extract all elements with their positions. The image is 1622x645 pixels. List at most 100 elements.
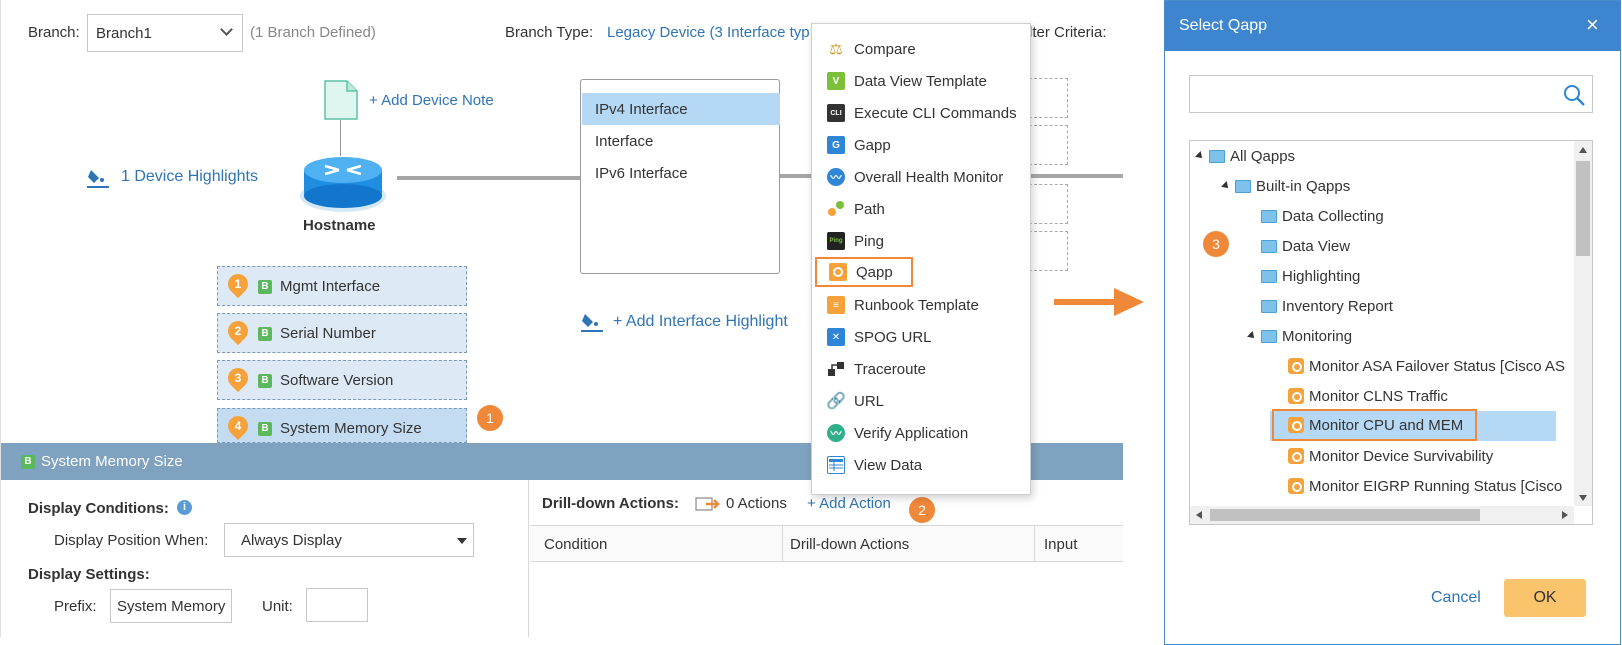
menu-item-qapp[interactable]: Qapp (815, 257, 913, 287)
tree-node-data-collecting[interactable]: Data Collecting (1249, 201, 1384, 231)
tree-node-qapp[interactable]: Monitor ASA Failover Status [Cisco AS (1288, 351, 1565, 381)
tree-node-built-in-qapps[interactable]: Built-in Qapps (1221, 171, 1350, 201)
highlight-tag[interactable]: 1 B Mgmt Interface (217, 266, 467, 306)
branch-select[interactable]: Branch1 (87, 14, 243, 52)
highlight-tag[interactable]: 2 B Serial Number (217, 313, 467, 353)
menu-item-execute-cli[interactable]: CLI Execute CLI Commands (812, 98, 1032, 128)
interface-item-selected-bg (582, 93, 780, 125)
scroll-right-icon[interactable] (1562, 511, 1568, 519)
branch-type-label: Branch Type: (505, 24, 594, 41)
tree-node-qapp[interactable]: Monitor Device Survivability (1288, 441, 1493, 471)
scroll-left-icon[interactable] (1196, 511, 1202, 519)
expanded-arrow-icon (1221, 181, 1231, 191)
tree-node-data-view[interactable]: Data View (1249, 231, 1350, 261)
note-connector (340, 120, 341, 156)
prefix-input[interactable]: System Memory (110, 589, 232, 623)
tree-node-all-qapps[interactable]: All Qapps (1195, 141, 1295, 171)
menu-item-url[interactable]: 🔗 URL (826, 392, 885, 411)
health-icon: 〰 (827, 168, 845, 186)
interface-item[interactable]: IPv6 Interface (595, 165, 688, 182)
menu-item-verify-application[interactable]: 〰 Verify Application (812, 418, 1032, 448)
unit-label: Unit: (262, 598, 293, 615)
interface-list[interactable]: IPv4 Interface Interface IPv6 Interface (580, 79, 780, 274)
b-icon: B (258, 374, 272, 388)
menu-item-path[interactable]: Path (812, 194, 1032, 224)
router-icon[interactable] (299, 152, 387, 214)
display-position-select[interactable]: Always Display (224, 523, 474, 557)
paint-bucket-icon (87, 166, 109, 190)
vertical-scrollbar[interactable] (1574, 141, 1592, 506)
scroll-up-icon[interactable] (1579, 147, 1587, 153)
close-icon[interactable]: × (1586, 12, 1599, 37)
note-icon[interactable] (324, 80, 358, 120)
search-input[interactable] (1189, 75, 1593, 113)
actions-count: 0 Actions (726, 495, 787, 512)
add-device-note-link[interactable]: + Add Device Note (369, 92, 494, 109)
tree-node-inventory-report[interactable]: Inventory Report (1249, 291, 1393, 321)
ping-icon: Ping (827, 232, 845, 250)
menu-item-compare[interactable]: ⚖ Compare (812, 34, 1032, 64)
search-icon[interactable] (1562, 83, 1586, 107)
cancel-button[interactable]: Cancel (1431, 589, 1481, 606)
prefix-label: Prefix: (54, 598, 97, 615)
display-position-value: Always Display (241, 531, 342, 549)
unit-input[interactable] (306, 588, 368, 622)
folder-icon (1261, 329, 1277, 343)
add-action-menu: ⚖ Compare V Data View Template CLI Execu… (811, 23, 1031, 495)
pin-icon: 2 (223, 316, 253, 346)
add-action-link[interactable]: + Add Action (807, 495, 891, 512)
qapp-icon (1288, 448, 1304, 464)
tag-label: Serial Number (280, 325, 376, 342)
link-line-mid (780, 174, 812, 178)
menu-item-view-data[interactable]: View Data (812, 450, 1032, 480)
tree-node-qapp[interactable]: Monitor EIGRP Running Status [Cisco (1288, 471, 1562, 501)
highlight-tag[interactable]: 3 B Software Version (217, 360, 467, 400)
column-divider (782, 526, 783, 562)
b-icon: B (258, 327, 272, 341)
display-settings-pane: Display Conditions: i Display Position W… (1, 480, 529, 637)
column-divider (1034, 526, 1035, 562)
branch-select-value: Branch1 (96, 24, 152, 42)
add-interface-highlight-link[interactable]: + Add Interface Highlight (613, 313, 788, 330)
drilldown-pane: Drill-down Actions: 0 Actions + Add Acti… (530, 480, 1123, 637)
hostname-label: Hostname (303, 217, 376, 234)
branch-label: Branch: (28, 24, 80, 41)
scroll-down-icon[interactable] (1579, 495, 1587, 501)
info-icon[interactable]: i (177, 500, 192, 515)
expanded-arrow-icon (1247, 331, 1257, 341)
tree-node-qapp[interactable]: Monitor CLNS Traffic (1288, 381, 1448, 411)
menu-item-ping[interactable]: Ping Ping (812, 226, 1032, 256)
menu-item-health-monitor[interactable]: 〰 Overall Health Monitor (812, 162, 1032, 192)
interface-item[interactable]: Interface (595, 133, 654, 150)
ok-button[interactable]: OK (1504, 579, 1586, 617)
collapsed-arrow-icon (1249, 270, 1256, 282)
horizontal-scrollbar[interactable] (1190, 506, 1574, 524)
highlight-tag-selected[interactable]: 4 B System Memory Size (217, 408, 467, 443)
scale-icon: ⚖ (829, 41, 843, 58)
device-highlights-link[interactable]: 1 Device Highlights (121, 168, 258, 185)
vertical-scroll-thumb[interactable] (1576, 161, 1590, 256)
column-header: Drill-down Actions (790, 536, 910, 553)
menu-item-spog-url[interactable]: ✕ SPOG URL (812, 322, 1032, 352)
qapp-icon (1288, 478, 1304, 494)
branch-type-link[interactable]: Legacy Device (3 Interface typ (607, 24, 810, 41)
tree-node-monitoring[interactable]: Monitoring (1247, 321, 1352, 351)
link-icon: 🔗 (826, 393, 846, 410)
collapsed-arrow-icon (1249, 300, 1256, 312)
tree-node-qapp-selected[interactable]: Monitor CPU and MEM (1272, 409, 1478, 441)
menu-item-traceroute[interactable]: Traceroute (812, 354, 1032, 384)
dialog-titlebar: Select Qapp × (1165, 1, 1620, 51)
menu-item-data-view-template[interactable]: V Data View Template (812, 66, 1032, 96)
b-icon: B (21, 454, 35, 469)
display-conditions-heading: Display Conditions: (28, 500, 169, 517)
menu-item-gapp[interactable]: G Gapp (812, 130, 1032, 160)
interface-item[interactable]: IPv4 Interface (595, 101, 688, 118)
tree-node-highlighting[interactable]: Highlighting (1249, 261, 1360, 291)
horizontal-scroll-thumb[interactable] (1210, 509, 1480, 521)
right-arrow-icon (1054, 288, 1144, 316)
tag-label: Software Version (280, 372, 394, 389)
path-icon (827, 200, 845, 218)
menu-item-runbook-template[interactable]: ≡ Runbook Template (812, 290, 1032, 320)
designer-panel: Branch: Branch1 (1 Branch Defined) Branc… (0, 0, 1123, 637)
qapp-icon (1288, 417, 1304, 433)
